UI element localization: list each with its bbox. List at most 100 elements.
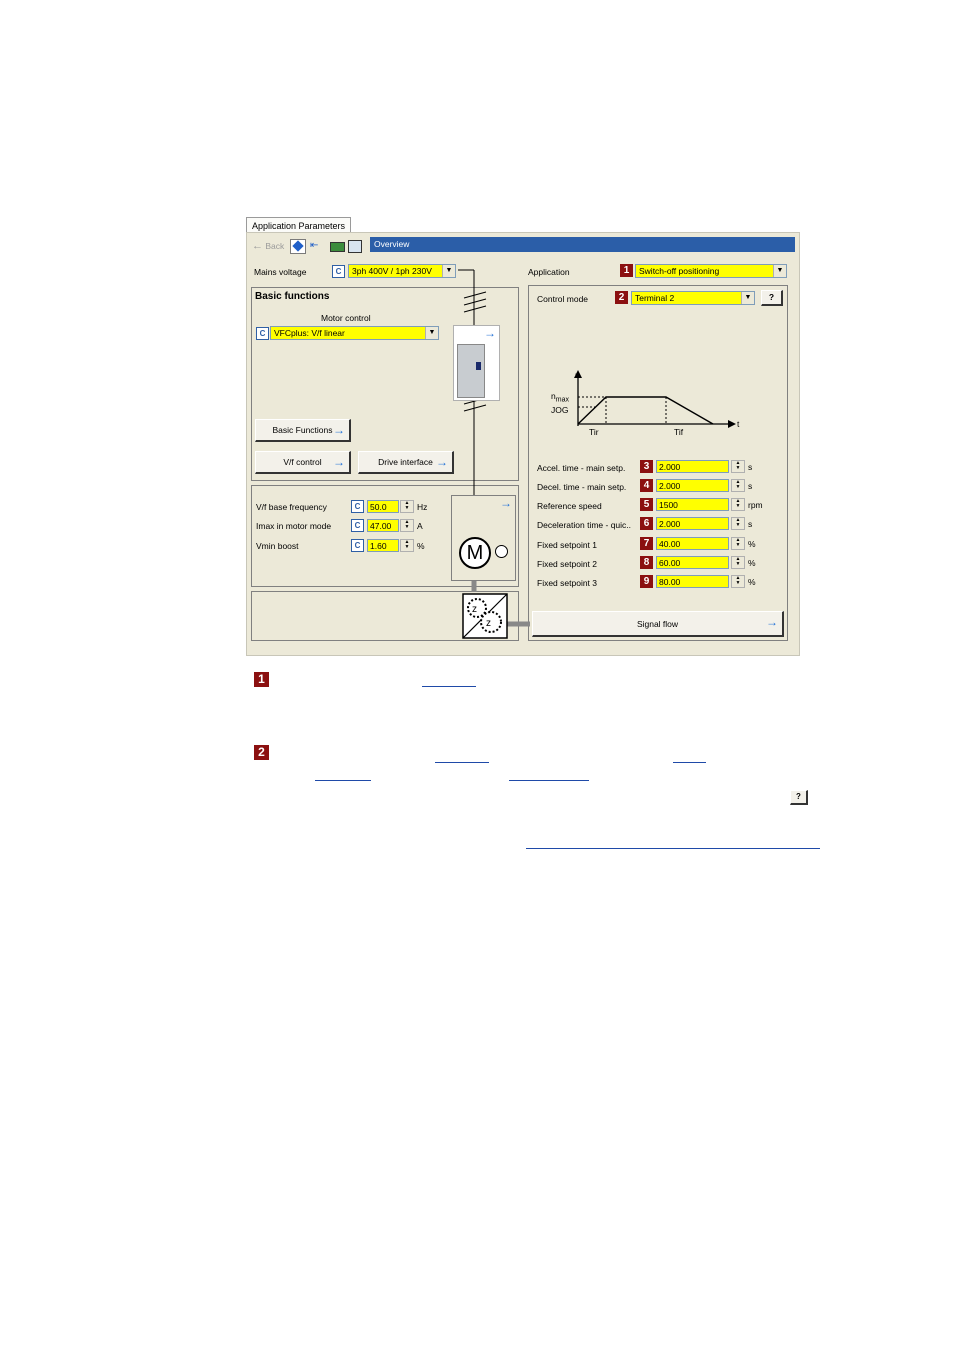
drive-device-image[interactable]: → xyxy=(453,325,500,401)
tif-label: Tif xyxy=(674,427,684,437)
param-c-button[interactable]: C xyxy=(351,500,364,513)
mains-c-button[interactable]: C xyxy=(332,265,345,278)
vf-control-button[interactable]: V/f control→ xyxy=(255,451,351,474)
motor-control-select[interactable]: VFCplus: V/f linear ▼ xyxy=(270,326,439,340)
motor-control-label: Motor control xyxy=(321,313,371,323)
param-label: Fixed setpoint 3 xyxy=(537,578,598,588)
application-panel xyxy=(528,285,788,641)
application-label: Application xyxy=(528,267,570,277)
application-select[interactable]: Switch-off positioning ▼ xyxy=(635,264,787,278)
param-label: Decel. time - main setp. xyxy=(537,482,627,492)
legend-2-link-b[interactable] xyxy=(673,762,706,763)
fixed-setpoint-2-input[interactable]: 60.00 xyxy=(656,556,729,569)
info-button[interactable] xyxy=(290,239,306,254)
goto-icon[interactable]: ⇤ xyxy=(310,240,319,251)
spinner-icon[interactable]: ▲▼ xyxy=(731,556,745,569)
jog-label: JOG xyxy=(551,405,569,415)
axis-t-label: t xyxy=(737,419,740,429)
encoder-icon xyxy=(495,545,508,558)
param-label: Reference speed xyxy=(537,501,602,511)
spinner-icon[interactable]: ▲▼ xyxy=(400,539,414,552)
legend-2-link-a[interactable] xyxy=(435,762,489,763)
gearbox-icon[interactable]: z z xyxy=(462,593,508,639)
param-label: Deceleration time - quic.. xyxy=(537,520,632,530)
fixed-setpoint-1-input[interactable]: 40.00 xyxy=(656,537,729,550)
motor-control-c-button[interactable]: C xyxy=(256,327,269,340)
back-arrow-icon: ← xyxy=(252,240,263,252)
param-label-vmin-boost: Vmin boost xyxy=(256,541,299,551)
decel-time-input[interactable]: 2.000 xyxy=(656,479,729,492)
legend-2-link-d[interactable] xyxy=(509,780,589,781)
param-label-imax: Imax in motor mode xyxy=(256,521,332,531)
spinner-icon[interactable]: ▲▼ xyxy=(731,498,745,511)
unit-label: % xyxy=(417,541,425,551)
arrow-right-icon: → xyxy=(500,496,512,510)
chevron-down-icon: ▼ xyxy=(442,265,455,277)
spinner-icon[interactable]: ▲▼ xyxy=(731,517,745,530)
param-label: Fixed setpoint 2 xyxy=(537,559,598,569)
reference-speed-input[interactable]: 1500 xyxy=(656,498,729,511)
param-c-button[interactable]: C xyxy=(351,539,364,552)
marker-7: 7 xyxy=(640,537,653,550)
legend-help-button[interactable]: ? xyxy=(790,790,808,805)
unit-label: % xyxy=(748,577,756,587)
marker-8: 8 xyxy=(640,556,653,569)
unit-label: % xyxy=(748,558,756,568)
help-button[interactable]: ? xyxy=(761,290,783,306)
signal-flow-button[interactable]: Signal flow→ xyxy=(532,611,784,637)
param-label-vf-base-frequency: V/f base frequency xyxy=(256,502,327,512)
spinner-icon[interactable]: ▲▼ xyxy=(400,519,414,532)
back-button[interactable]: ← Back xyxy=(252,240,285,252)
info-icon xyxy=(292,240,304,252)
marker-6: 6 xyxy=(640,517,653,530)
param-label: Fixed setpoint 1 xyxy=(537,540,598,550)
vf-base-frequency-input[interactable]: 50.0 xyxy=(367,500,399,513)
vmin-boost-input[interactable]: 1.60 xyxy=(367,539,399,552)
arrow-right-icon: → xyxy=(484,326,496,340)
legend-marker-1: 1 xyxy=(254,672,269,687)
nmax-label: nmax xyxy=(551,391,569,404)
unit-label: rpm xyxy=(748,500,763,510)
terminal-icon[interactable] xyxy=(330,242,345,252)
breadcrumb: Overview xyxy=(370,237,795,252)
svg-text:z: z xyxy=(486,618,491,629)
basic-functions-button[interactable]: Basic Functions→ xyxy=(255,419,351,442)
spinner-icon[interactable]: ▲▼ xyxy=(731,537,745,550)
bottom-panel xyxy=(251,591,519,641)
legend-2-link-e[interactable] xyxy=(526,848,820,849)
accel-time-input[interactable]: 2.000 xyxy=(656,460,729,473)
marker-3: 3 xyxy=(640,460,653,473)
drive-interface-button[interactable]: Drive interface→ xyxy=(358,451,454,474)
chevron-down-icon: ▼ xyxy=(425,327,438,339)
unit-label: Hz xyxy=(417,502,428,512)
param-c-button[interactable]: C xyxy=(351,519,364,532)
chevron-down-icon: ▼ xyxy=(741,292,754,304)
quick-stop-decel-input[interactable]: 2.000 xyxy=(656,517,729,530)
fixed-setpoint-3-input[interactable]: 80.00 xyxy=(656,575,729,588)
drive-led xyxy=(476,362,481,370)
control-mode-label: Control mode xyxy=(537,294,589,304)
unit-label: A xyxy=(417,521,423,531)
legend-marker-2: 2 xyxy=(254,745,269,760)
marker-1: 1 xyxy=(620,264,633,277)
legend-1-link[interactable] xyxy=(422,686,476,687)
basic-functions-title: Basic functions xyxy=(255,291,330,302)
marker-9: 9 xyxy=(640,575,653,588)
drive-body xyxy=(457,344,485,398)
spinner-icon[interactable]: ▲▼ xyxy=(400,500,414,513)
mains-voltage-select[interactable]: 3ph 400V / 1ph 230V ▼ xyxy=(348,264,456,278)
axis-n-label: n xyxy=(575,370,580,380)
basic-functions-panel xyxy=(251,287,519,481)
spinner-icon[interactable]: ▲▼ xyxy=(731,460,745,473)
legend-2-link-c[interactable] xyxy=(315,780,371,781)
imax-input[interactable]: 47.00 xyxy=(367,519,399,532)
spinner-icon[interactable]: ▲▼ xyxy=(731,575,745,588)
tab-application-parameters[interactable]: Application Parameters xyxy=(246,217,352,234)
properties-icon[interactable] xyxy=(348,240,362,253)
motor-box[interactable]: → xyxy=(451,495,516,581)
control-mode-select[interactable]: Terminal 2 ▼ xyxy=(631,291,755,305)
motor-icon: M xyxy=(459,537,491,569)
arrow-right-icon: → xyxy=(766,615,778,629)
spinner-icon[interactable]: ▲▼ xyxy=(731,479,745,492)
drive-schematic xyxy=(458,269,530,627)
